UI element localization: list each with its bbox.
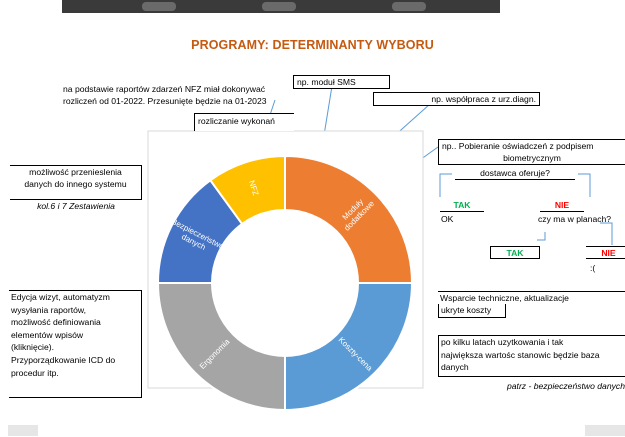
- edycja-box: Edycja wizyt, automatyzm wysyłania rapor…: [9, 290, 142, 398]
- edycja-line: możliwość definiowania: [11, 317, 101, 328]
- dostawca-label: dostawca oferuje?: [455, 167, 575, 180]
- tak-label-1: TAK: [440, 199, 484, 212]
- sad-face: :(: [590, 263, 596, 273]
- przeniesienie-line2: danych do innego systemu: [24, 179, 127, 189]
- edycja-line: wysyłania raportów,: [11, 304, 86, 315]
- edycja-line: procedur itp.: [11, 367, 59, 378]
- nfz-note-line1: na podstawie raportów zdarzeń NFZ miał d…: [63, 84, 266, 94]
- wspolpraca-label: np. współpraca z urz.diagn.: [431, 94, 536, 104]
- top-photo-strip: [62, 0, 500, 13]
- sms-box: np. moduł SMS: [293, 75, 390, 89]
- nie-label-2: NIE: [586, 246, 625, 259]
- rozliczanie-box: rozliczanie wykonań: [194, 113, 294, 131]
- wsparcie-line1: Wsparcie techniczne, aktualizacje: [438, 291, 625, 304]
- donut-slice: [208, 154, 286, 226]
- ok-label: OK: [441, 214, 454, 224]
- pobieranie-line1: np.. Pobieranie oświadczeń z podpisem: [442, 141, 594, 151]
- nie-label-1: NIE: [540, 199, 584, 212]
- slide-title: PROGRAMY: DETERMINANTY WYBORU: [191, 38, 434, 52]
- edycja-line: elementów wpisów: [11, 329, 84, 340]
- tak-label-2: TAK: [490, 246, 540, 259]
- wspolpraca-box: np. współpraca z urz.diagn.: [373, 92, 540, 106]
- sms-label: np. moduł SMS: [297, 77, 356, 87]
- wsparcie-line2: ukryte koszty: [438, 304, 506, 318]
- latach-box: po kilku latach uzytkowania i tak najwię…: [438, 335, 625, 377]
- przeniesienie-line1: możliwość przenieslenia: [29, 167, 122, 177]
- pobieranie-line2: biometrycznym: [503, 153, 561, 163]
- donut-slices: [156, 154, 414, 412]
- donut-slice: [284, 282, 414, 412]
- donut-slice: [156, 282, 286, 412]
- latach-line3: danych: [441, 362, 469, 372]
- nfz-note-line2: rozliczeń od 01-2022. Przesunięte będzie…: [63, 96, 267, 106]
- latach-line2: największa wartośc stanowic będzie baza: [441, 349, 600, 360]
- patrz-label: patrz - bezpieczeństwo danych: [507, 381, 625, 391]
- pobieranie-box: np.. Pobieranie oświadczeń z podpisem bi…: [438, 139, 625, 165]
- rozliczanie-label: rozliczanie wykonań: [198, 116, 275, 126]
- latach-line1: po kilku latach uzytkowania i tak: [441, 337, 564, 347]
- donut-slice: [284, 154, 414, 284]
- przeniesienie-line3: kol.6 i 7 Zestawienia: [37, 201, 115, 211]
- grey-bar-right: [585, 425, 625, 436]
- edycja-line: (kliknięcie).: [11, 342, 54, 353]
- przeniesienie-box: możliwość przenieslenia danych do innego…: [10, 165, 142, 200]
- edycja-line: Edycja wizyt, automatyzm: [11, 292, 110, 302]
- grey-bar-left: [8, 425, 38, 436]
- czy-ma-label: czy ma w planach?: [538, 214, 612, 224]
- edycja-line: Przyporządkowanie ICD do: [11, 354, 116, 365]
